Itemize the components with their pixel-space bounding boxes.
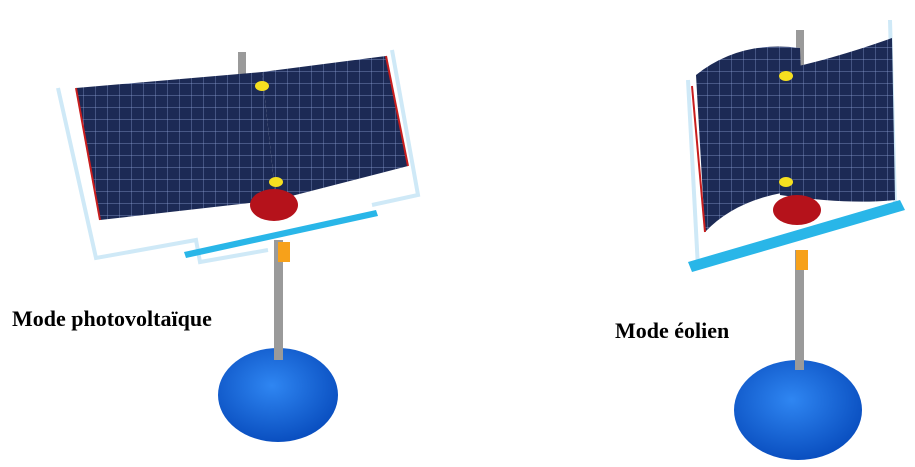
curved-panel-right (775, 38, 895, 202)
bracket (278, 242, 290, 262)
wind-mode-label: Mode éolien (615, 318, 730, 343)
hinge (255, 81, 269, 91)
base (734, 360, 862, 460)
crossbar (688, 200, 905, 272)
pole (274, 240, 283, 360)
crossbar (184, 210, 378, 258)
solar-panel-right (262, 56, 408, 200)
frame (56, 49, 421, 265)
pole (795, 250, 804, 370)
pole-top (238, 52, 246, 92)
hinge (779, 177, 793, 187)
hub (250, 189, 298, 221)
solar-panel-left (76, 72, 276, 220)
hinge (779, 71, 793, 81)
hinge (269, 177, 283, 187)
wind-unit (686, 19, 905, 460)
hub (773, 195, 821, 225)
bracket (796, 250, 808, 270)
photovoltaic-unit (56, 49, 421, 442)
photovoltaic-mode-label: Mode photovoltaïque (12, 306, 212, 331)
base (218, 348, 338, 442)
